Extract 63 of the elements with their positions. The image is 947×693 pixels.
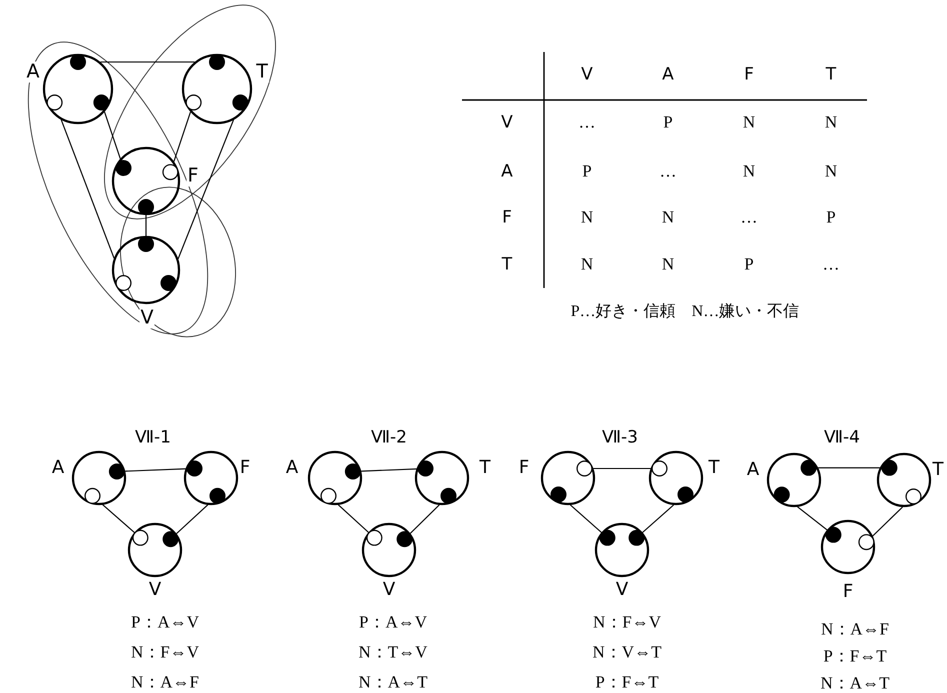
- row-header: A: [501, 162, 513, 182]
- connector-line: [125, 468, 186, 472]
- relation-line: N：F⇔V: [593, 614, 661, 632]
- row-header: V: [501, 114, 513, 132]
- relation-value: P: [744, 256, 754, 274]
- relation-line: N：A⇔F: [131, 674, 199, 692]
- relation-line: P：F⇔T: [595, 674, 659, 692]
- relation-line: N：V⇔T: [592, 644, 662, 662]
- connector-line: [410, 504, 440, 534]
- relation-line: P：F⇔T: [823, 648, 887, 666]
- connector-line: [872, 506, 903, 536]
- connector-line: [173, 112, 192, 162]
- relation-value: P: [582, 162, 592, 182]
- node-label: F: [186, 166, 200, 186]
- connector-line: [176, 504, 208, 534]
- relation-value: N: [662, 208, 674, 228]
- connector-line: [100, 61, 195, 63]
- row-header: F: [502, 208, 512, 228]
- connector-line: [570, 504, 602, 533]
- relation-value: …: [740, 208, 758, 228]
- connector-line: [104, 112, 121, 159]
- relation-value: …: [822, 256, 840, 274]
- connector-line: [338, 504, 369, 533]
- relation-line: N：T⇔V: [358, 644, 428, 662]
- case-heading: Ⅶ-3: [602, 428, 638, 448]
- relation-value: N: [824, 114, 838, 132]
- node-label: T: [255, 62, 269, 82]
- relation-line: N：A⇔T: [358, 674, 428, 692]
- relation-value: N: [662, 256, 674, 274]
- column-header: V: [581, 66, 593, 84]
- column-header: A: [662, 66, 674, 84]
- connector-line: [642, 504, 674, 533]
- connector-line: [818, 467, 880, 468]
- relation-value: …: [660, 162, 676, 182]
- relation-line: P：A⇔V: [359, 614, 427, 632]
- relation-value: N: [824, 162, 838, 182]
- connector-line: [178, 120, 234, 260]
- relation-value: P: [826, 208, 836, 228]
- connector-line: [797, 506, 828, 530]
- column-header: F: [744, 66, 754, 84]
- connector-line: [60, 120, 115, 258]
- connector-line: [145, 215, 147, 236]
- case-heading: Ⅶ-2: [371, 428, 407, 448]
- relation-value: …: [578, 114, 596, 132]
- relation-value: N: [742, 162, 756, 182]
- row-header: T: [502, 256, 512, 274]
- relation-value: N: [742, 114, 756, 132]
- case-heading: Ⅶ-4: [824, 428, 860, 448]
- relation-line: N：F⇔V: [131, 644, 199, 662]
- relation-line: N：A⇔F: [821, 620, 889, 640]
- connector-line: [361, 468, 417, 472]
- table-note: P…好き・信頼 N…嫌い・不信: [570, 303, 800, 321]
- connector-line: [102, 504, 135, 533]
- relation-value: P: [663, 114, 673, 132]
- column-header: T: [826, 66, 836, 84]
- relation-value: N: [580, 256, 594, 274]
- node-label: A: [26, 62, 40, 82]
- relation-line: N：A⇔T: [820, 674, 890, 693]
- relation-line: P：A⇔V: [131, 614, 199, 632]
- relation-value: N: [580, 208, 594, 228]
- case-heading: Ⅶ-1: [135, 428, 171, 448]
- connector-line: [593, 468, 651, 470]
- node-label: V: [140, 308, 154, 328]
